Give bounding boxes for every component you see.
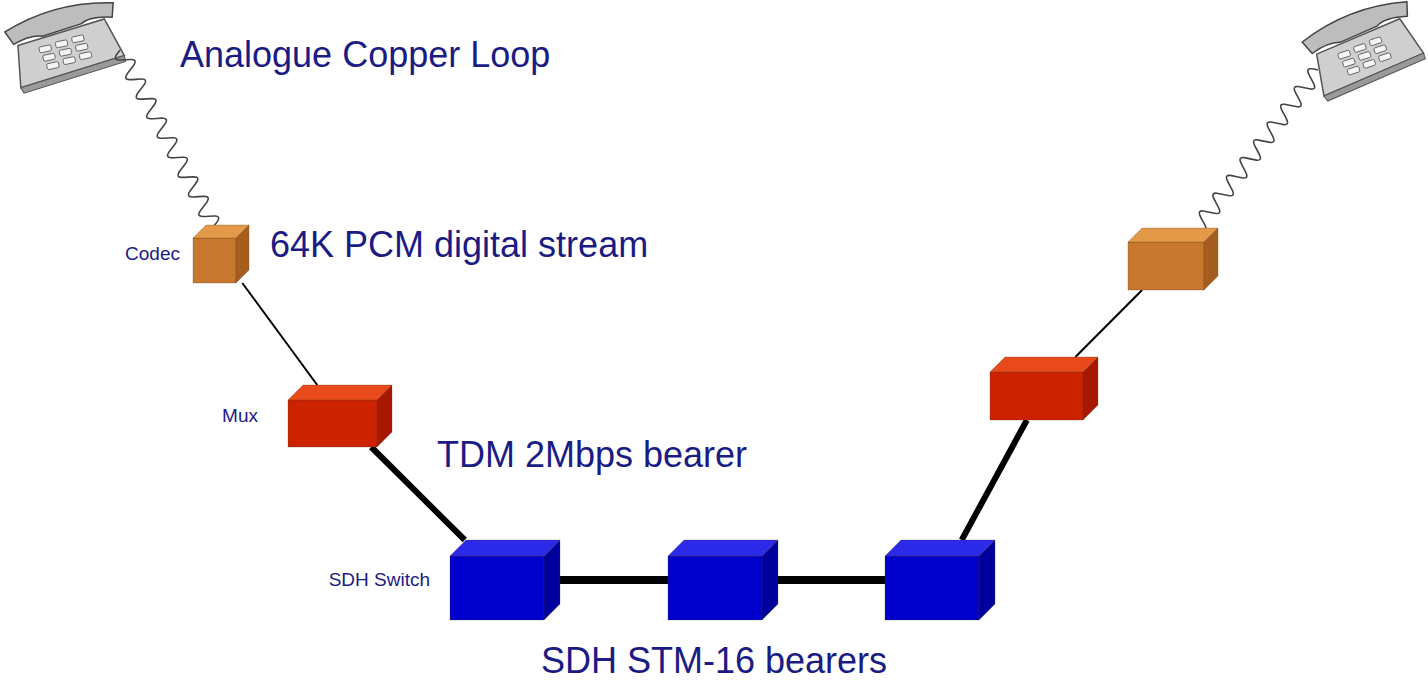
caption-text: Analogue Copper Loop — [180, 34, 550, 75]
transmission-link — [242, 283, 317, 385]
cube-face — [1083, 357, 1098, 420]
equipment-cube: SDH Switch — [450, 540, 560, 620]
keypad-button — [59, 48, 72, 56]
keypad-button — [1347, 66, 1360, 75]
keypad-button — [1374, 45, 1387, 54]
equipment-cube — [668, 540, 778, 620]
transmission-link — [778, 576, 885, 584]
transmission-link — [1075, 290, 1142, 357]
equipment-cube: Codec — [193, 225, 249, 283]
cube-shape — [1128, 228, 1218, 290]
cube-face — [377, 385, 392, 447]
cube-shape — [288, 385, 392, 447]
transmission-link — [560, 576, 668, 584]
cube-face — [544, 540, 560, 620]
keypad-button — [55, 40, 68, 48]
cube-face — [990, 357, 1098, 372]
keypad-button — [79, 51, 92, 59]
keypad-button — [71, 35, 84, 43]
link-label: 64K PCM digital stream — [270, 224, 648, 265]
cube-face — [885, 540, 995, 556]
equipment-cube — [885, 540, 995, 620]
device-label: SDH Switch — [329, 570, 430, 591]
keypad-button — [1363, 59, 1376, 68]
keypad-button — [63, 56, 76, 64]
device-label: Mux — [222, 406, 258, 427]
keypad-button — [1353, 43, 1366, 52]
keypad-button — [1378, 52, 1391, 61]
keypad-button — [39, 45, 52, 53]
keypad-button — [46, 61, 59, 69]
cube-face — [1204, 228, 1218, 290]
cube-face — [762, 540, 778, 620]
cube-face — [990, 372, 1083, 420]
cube-face — [668, 556, 762, 620]
cube-face — [236, 225, 249, 283]
phone-cord — [115, 50, 218, 226]
device-label: Codec — [125, 244, 180, 265]
cube-face — [1128, 228, 1218, 242]
cube-face — [450, 556, 544, 620]
cube-shape — [193, 225, 249, 283]
keypad-button — [1342, 58, 1355, 67]
cube-shape — [668, 540, 778, 620]
cube-face — [193, 238, 236, 283]
keypad-button — [43, 53, 56, 61]
telephone-icon — [1299, 0, 1428, 103]
equipment-cube — [990, 357, 1098, 420]
cube-face — [288, 385, 392, 400]
cube-face — [450, 540, 560, 556]
link-label: TDM 2Mbps bearer — [437, 434, 747, 475]
caption-text: SDH STM-16 bearers — [541, 640, 887, 681]
cube-shape — [885, 540, 995, 620]
keypad-button — [75, 43, 88, 51]
cube-face — [668, 540, 778, 556]
phone-cord — [1196, 69, 1318, 232]
cube-shape — [990, 357, 1098, 420]
telephone-icon — [2, 0, 127, 94]
transmission-link — [962, 420, 1027, 540]
keypad-button — [1369, 37, 1382, 46]
cube-face — [1128, 242, 1204, 290]
keypad-button — [1358, 51, 1371, 60]
keypad-button — [1338, 50, 1351, 59]
equipment-cube: Mux — [288, 385, 392, 447]
cube-face — [288, 400, 377, 447]
equipment-cube — [1128, 228, 1218, 290]
cube-face — [979, 540, 995, 620]
cube-face — [885, 556, 979, 620]
cube-shape — [450, 540, 560, 620]
